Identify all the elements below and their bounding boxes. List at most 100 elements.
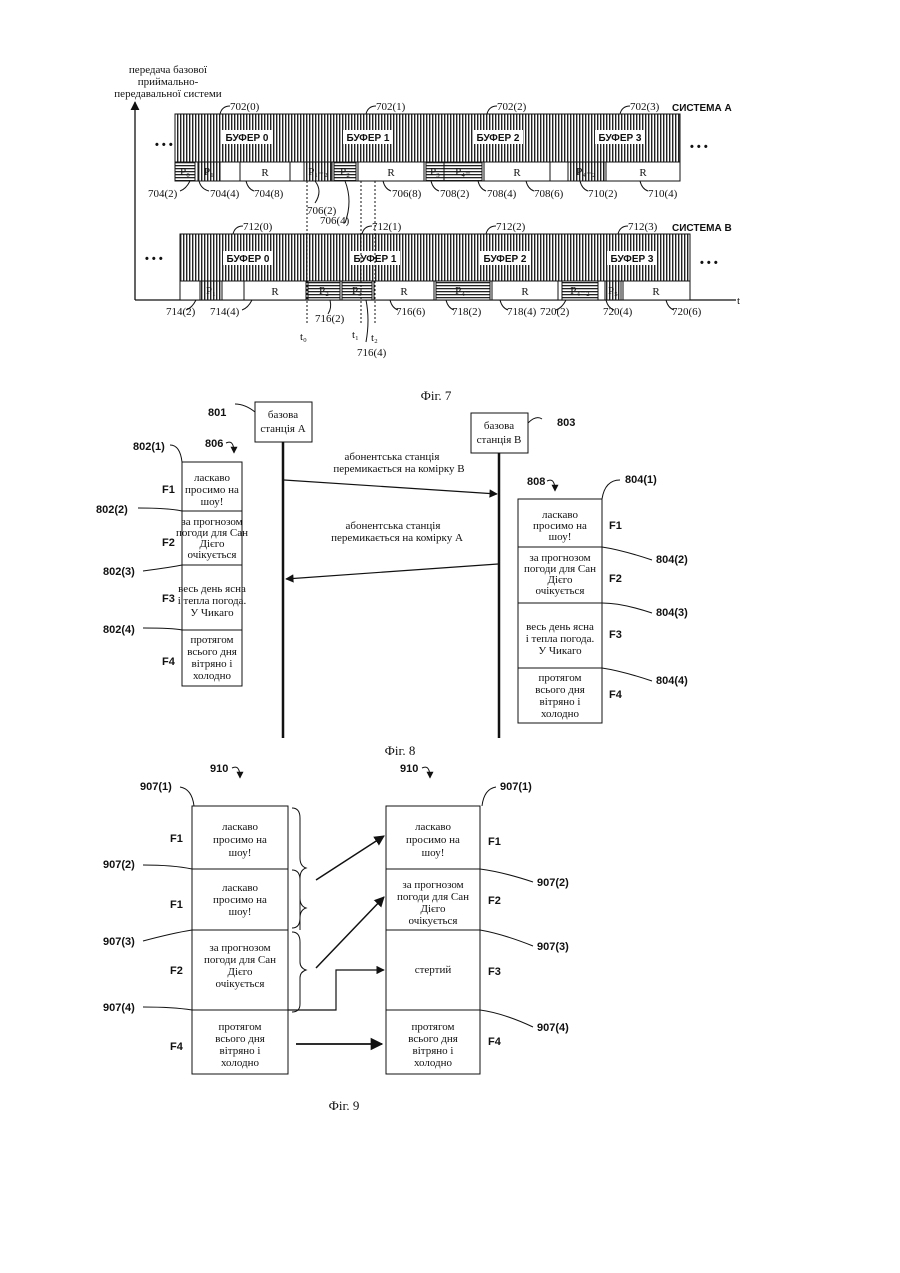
svg-text:вітряно і: вітряно і (192, 658, 233, 670)
svg-text:просимо на: просимо на (213, 834, 267, 846)
svg-text:F2: F2 (609, 573, 622, 585)
svg-text:У Чикаго: У Чикаго (190, 607, 234, 619)
svg-text:всього дня: всього дня (215, 1033, 265, 1045)
svg-text:протягом: протягом (219, 1021, 262, 1033)
svg-text:907(3): 907(3) (537, 941, 569, 953)
sys-a-ellipsis-right: • • • (690, 141, 708, 153)
ref-706-8: 706(8) (392, 188, 422, 200)
ref-808: 808 (527, 476, 545, 488)
svg-text:ласкаво: ласкаво (194, 472, 230, 484)
station-a-box (255, 402, 312, 442)
svg-text:ласкаво: ласкаво (222, 882, 258, 894)
ref-714-4: 714(4) (210, 306, 240, 318)
svg-text:F2: F2 (170, 965, 183, 977)
svg-text:907(1): 907(1) (500, 781, 532, 793)
fig9-caption: Фіг. 9 (329, 1098, 360, 1113)
svg-text:R: R (639, 167, 647, 179)
sys-a-buffer-0: БУФЕР 0 (226, 133, 269, 144)
svg-text:просимо на: просимо на (185, 484, 239, 496)
ref-708-4: 708(4) (487, 188, 517, 200)
msg-arrow-to-b (284, 480, 497, 494)
svg-text:907(1): 907(1) (140, 781, 172, 793)
svg-text:F4: F4 (162, 656, 176, 668)
fig7-ylabel-line2: приймально- (138, 76, 199, 88)
fig9: 910 ласкаво просимо на шоу! ласкаво прос… (103, 763, 569, 1113)
svg-text:за прогнозом: за прогнозом (209, 942, 270, 954)
svg-text:R: R (400, 286, 408, 298)
svg-text:P₁: P₁ (206, 285, 216, 297)
svg-text:P₄₋₂: P₄₋₂ (576, 166, 596, 178)
svg-text:P₀: P₀ (180, 166, 190, 178)
svg-text:погоди для Сан: погоди для Сан (397, 891, 469, 903)
svg-text:шоу!: шоу! (549, 531, 572, 543)
svg-text:весь день ясна: весь день ясна (178, 583, 246, 595)
svg-text:F4: F4 (488, 1036, 502, 1048)
brace-f1 (292, 808, 306, 928)
svg-text:F3: F3 (162, 593, 175, 605)
ref-712-3: 712(3) (628, 221, 658, 233)
svg-text:всього дня: всього дня (535, 684, 585, 696)
fig7-ylabel-line3: передавальної системи (114, 88, 222, 100)
svg-text:R: R (271, 286, 279, 298)
sys-b-buffer-2: БУФЕР 2 (484, 254, 527, 265)
station-b-label-2: станція В (477, 434, 522, 446)
svg-text:802(1): 802(1) (133, 441, 165, 453)
fig7-caption: Фіг. 7 (421, 388, 452, 403)
svg-text:очікується: очікується (536, 585, 585, 597)
svg-text:P₄₋: P₄₋ (455, 285, 471, 297)
svg-text:ласкаво: ласкаво (222, 821, 258, 833)
svg-text:вітряно і: вітряно і (220, 1045, 261, 1057)
sys-a-buffer-refs: 702(0) 702(1) 702(2) 702(3) (220, 101, 660, 114)
fig7: передача базової приймально- передавальн… (114, 64, 740, 403)
left-806-frames: F1 F2 F3 F4 (162, 484, 176, 668)
ref-718-4: 718(4) (507, 306, 537, 318)
ref-702-2: 702(2) (497, 101, 527, 113)
sys-b-refs: 714(2) 714(4) 716(2) 716(6) 718(2) 718(4… (166, 300, 702, 325)
right-910-refs: 907(1) 907(2) 907(3) 907(4) (480, 781, 569, 1034)
ref-720-4: 720(4) (603, 306, 633, 318)
sys-b-name: СИСТЕМА В (672, 223, 732, 234)
svg-text:804(1): 804(1) (625, 474, 657, 486)
arrow-erase (288, 970, 384, 1010)
ref-712-1: 712(1) (372, 221, 402, 233)
ref-801: 801 (208, 407, 226, 419)
right-910-frames: F1 F2 F3 F4 (488, 836, 502, 1048)
svg-text:ласкаво: ласкаво (415, 821, 451, 833)
svg-text:804(4): 804(4) (656, 675, 688, 687)
svg-text:шоу!: шоу! (229, 847, 252, 859)
ref-708-6: 708(6) (534, 188, 564, 200)
svg-text:очікується: очікується (409, 915, 458, 927)
left-910-refs: 907(1) 907(2) 907(3) 907(4) (103, 781, 194, 1014)
erased-cell: стертий (415, 964, 452, 976)
ref-704-2: 704(2) (148, 188, 178, 200)
svg-text:P₂: P₂ (319, 285, 329, 297)
svg-text:протягом: протягом (539, 672, 582, 684)
ref-714-2: 714(2) (166, 306, 196, 318)
sys-a-buffer-3: БУФЕР 3 (599, 133, 642, 144)
svg-text:за прогнозом: за прогнозом (402, 879, 463, 891)
ref-712-0: 712(0) (243, 221, 273, 233)
ref-806: 806 (205, 438, 223, 450)
sys-b-packets: P₁ R P₂ P₃ R P₄₋ R P₄₋₂ P₅ R (200, 281, 690, 300)
svg-text:R: R (261, 167, 269, 179)
t1-label: t₁ (352, 329, 359, 341)
svg-text:R: R (387, 167, 395, 179)
right-808-frames: F1 F2 F3 F4 (609, 520, 623, 701)
svg-text:шоу!: шоу! (201, 496, 224, 508)
svg-text:і тепла погода.: і тепла погода. (178, 595, 247, 607)
svg-text:F1: F1 (162, 484, 175, 496)
svg-text:вітряно і: вітряно і (540, 696, 581, 708)
svg-text:804(2): 804(2) (656, 554, 688, 566)
ref-720-2: 720(2) (540, 306, 570, 318)
svg-text:P₃: P₃ (430, 166, 440, 178)
sys-a-ellipsis-left: • • • (155, 139, 173, 151)
ref-910-left: 910 (210, 763, 228, 775)
ref-710-4: 710(4) (648, 188, 678, 200)
svg-text:802(2): 802(2) (96, 504, 128, 516)
svg-text:R: R (652, 286, 660, 298)
ref-720-6: 720(6) (672, 306, 702, 318)
fig8: базова станція А 801 базова станція В 80… (96, 402, 688, 758)
msg-arrow-to-a (286, 564, 498, 579)
msg-to-b-line1: абонентська станція (345, 451, 440, 463)
